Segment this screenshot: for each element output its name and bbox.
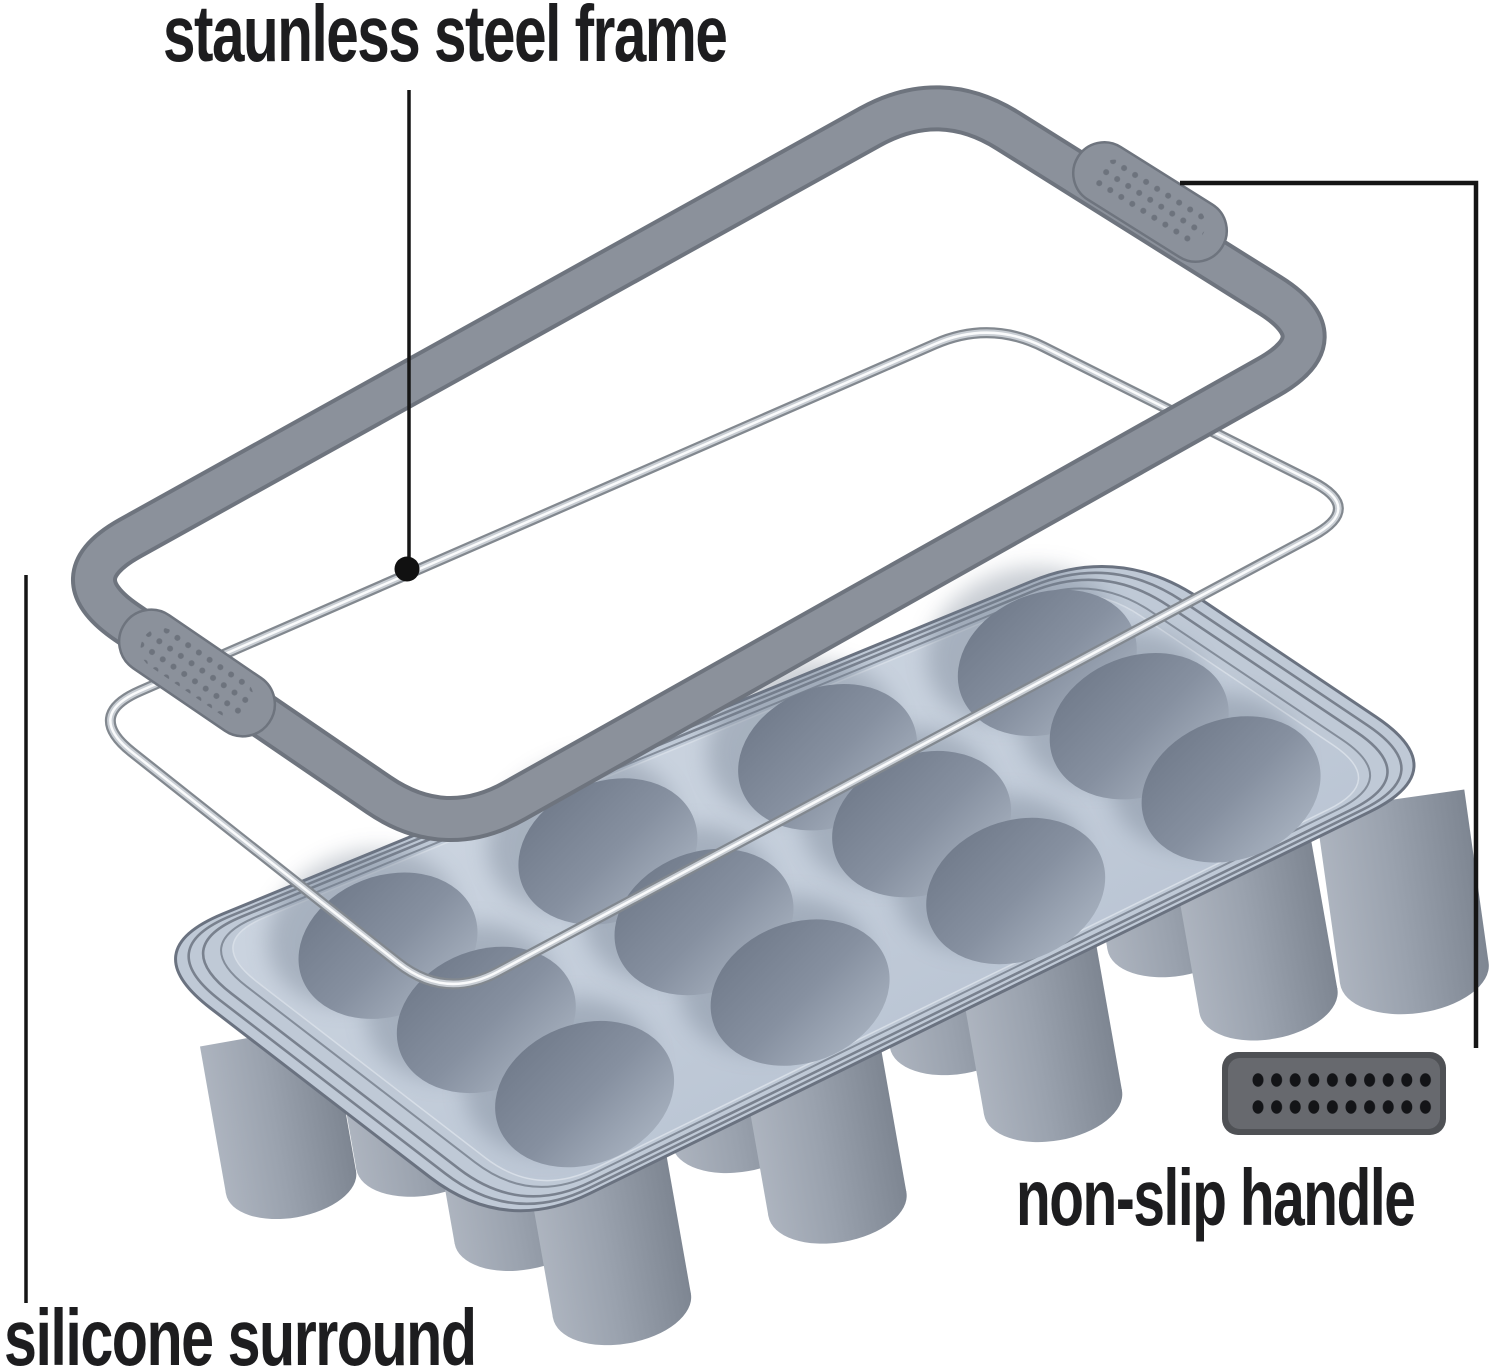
tray-rim-line bbox=[220, 587, 1372, 1188]
steel-wire-frame bbox=[104, 327, 1344, 990]
muffin-cup bbox=[710, 919, 890, 1066]
inset-dots bbox=[1251, 1072, 1438, 1127]
label-steel-frame: staunless steel frame bbox=[163, 0, 728, 78]
non-slip-handle-inset bbox=[1222, 1052, 1446, 1135]
grip-dots bbox=[1094, 159, 1206, 245]
cup-bottom bbox=[1315, 789, 1489, 1015]
muffin-tray bbox=[174, 565, 1489, 1346]
tray-rim-line bbox=[187, 571, 1403, 1206]
label-silicone-surround: silicone surround bbox=[4, 1293, 477, 1366]
tray-rim-line bbox=[202, 578, 1389, 1198]
frame-grip-left bbox=[117, 608, 277, 738]
callout-dot-steel-frame bbox=[394, 556, 420, 582]
silicone-frame bbox=[71, 85, 1327, 843]
callout-lines bbox=[24, 90, 1479, 1303]
muffin-cup bbox=[1141, 716, 1321, 863]
grip-dots bbox=[140, 627, 254, 719]
wire-highlight bbox=[109, 331, 1340, 986]
label-non-slip-handle: non-slip handle bbox=[1016, 1153, 1416, 1242]
callout-line-handle bbox=[1180, 180, 1479, 1048]
muffin-cup bbox=[926, 817, 1106, 965]
frame-grip-right bbox=[1072, 141, 1228, 263]
frame-ring-body bbox=[75, 89, 1323, 839]
muffin-cup bbox=[495, 1020, 675, 1168]
